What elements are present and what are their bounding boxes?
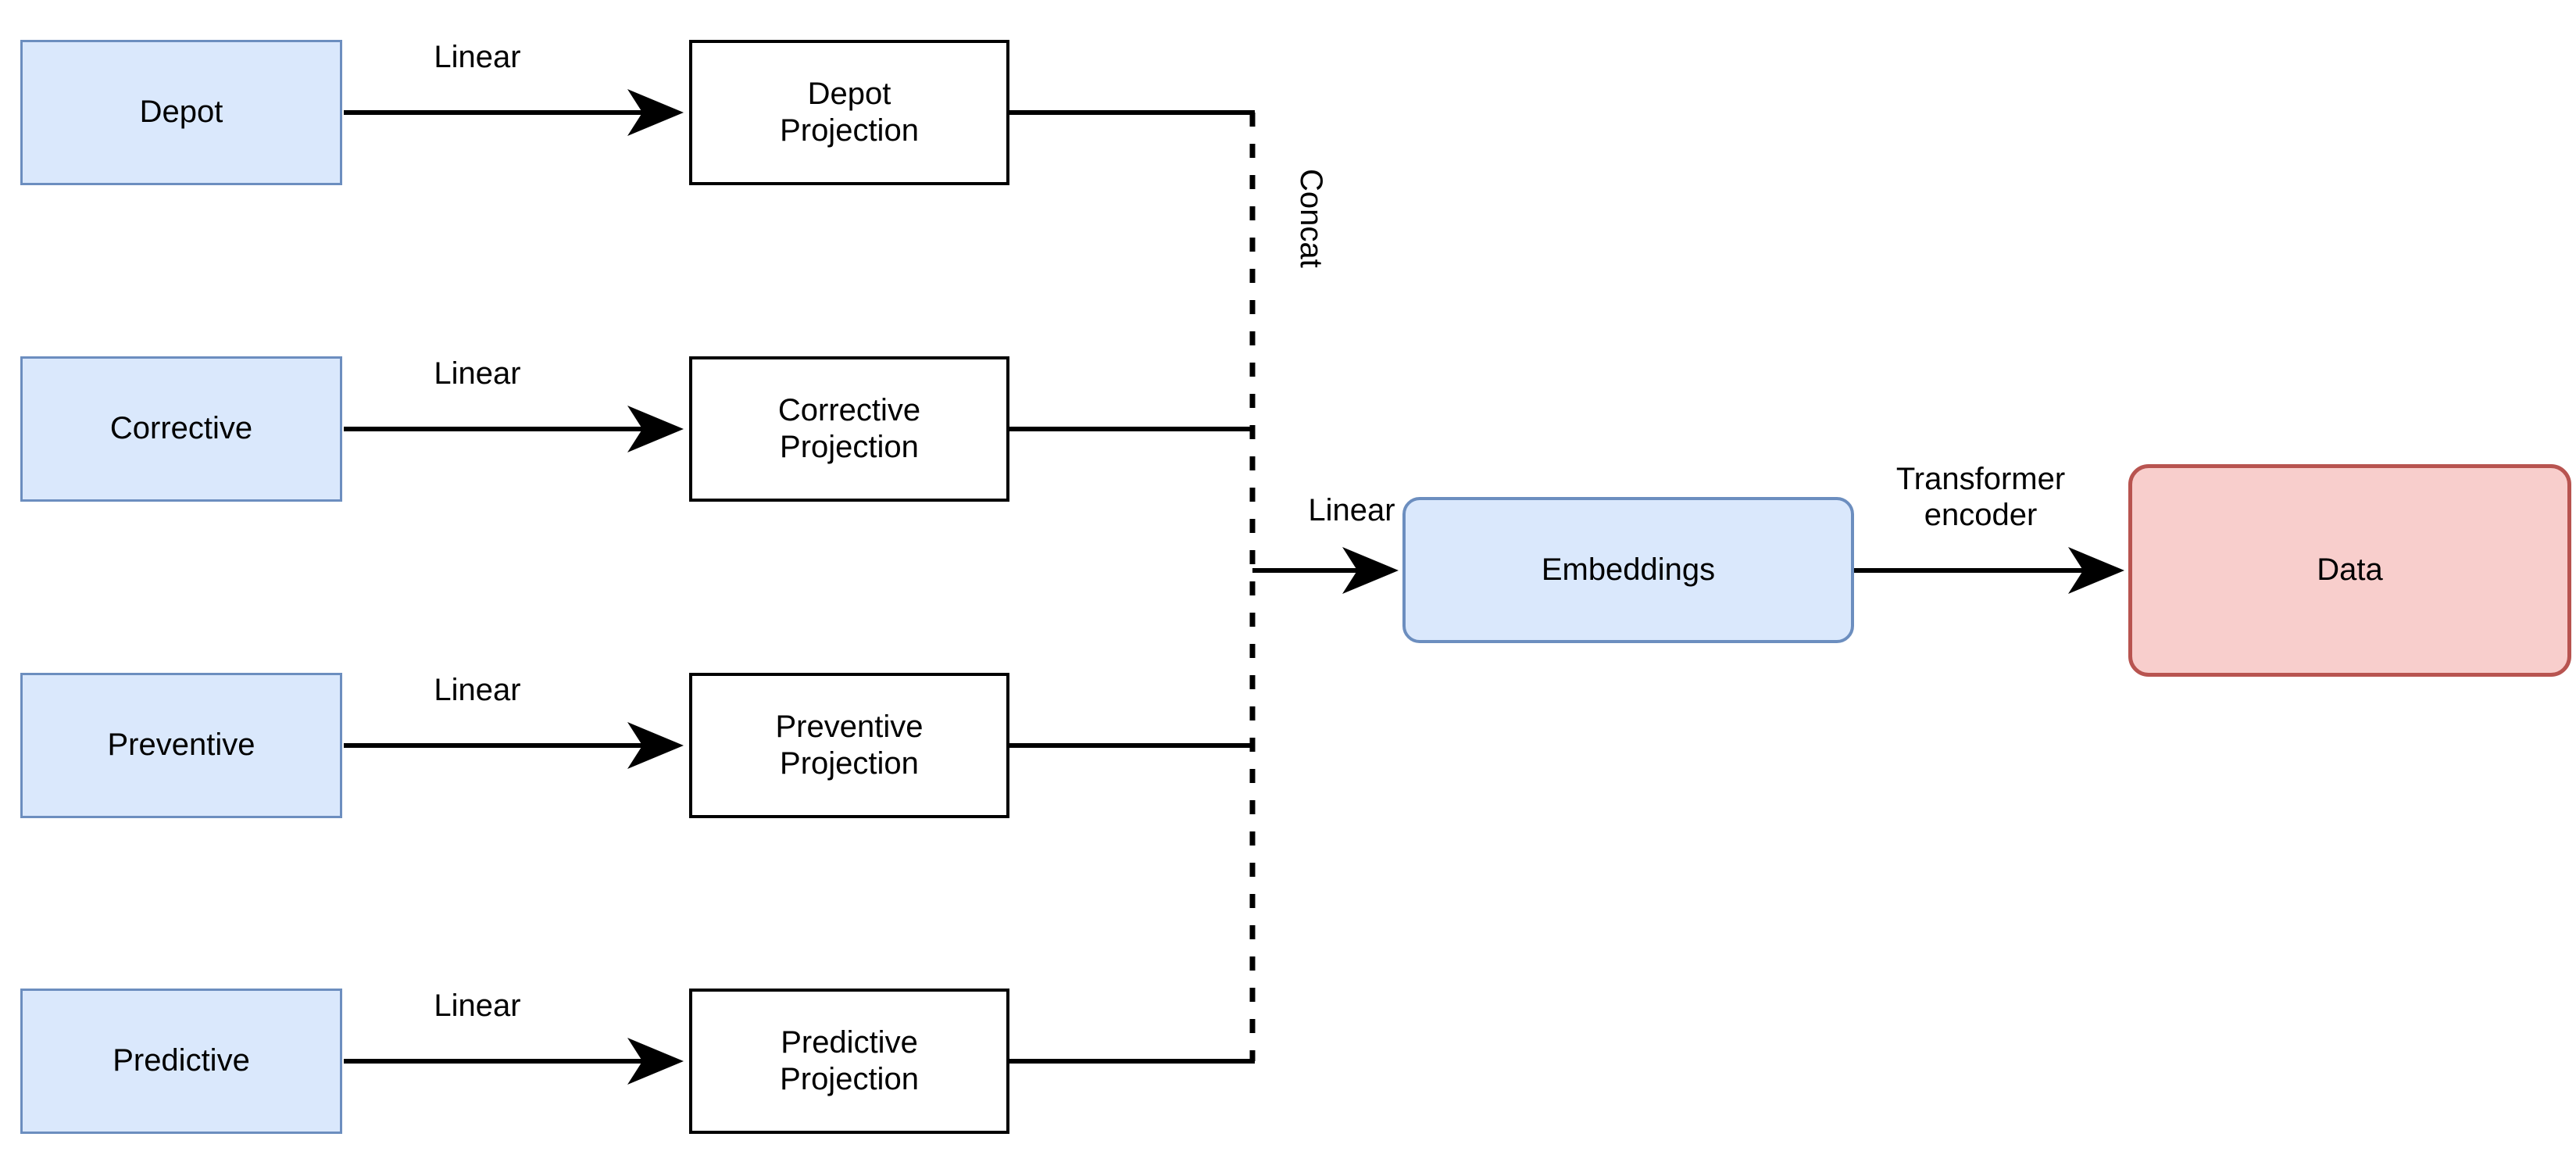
node-preventive-projection[interactable]: Preventive Projection (689, 673, 1009, 818)
node-predictive[interactable]: Predictive (20, 989, 342, 1134)
node-preventive[interactable]: Preventive (20, 673, 342, 818)
node-corrective-label: Corrective (109, 411, 253, 446)
edge-label-concat: Concat (1294, 169, 1328, 268)
node-predictive-projection[interactable]: Predictive Projection (689, 989, 1009, 1134)
node-predictive-label: Predictive (113, 1043, 250, 1078)
node-depot-projection-label: Depot Projection (780, 76, 919, 148)
edge-label-linear-concat: Linear (1308, 493, 1395, 527)
node-preventive-projection-label: Preventive Projection (775, 709, 924, 781)
edge-label-linear-depot: Linear (434, 40, 521, 74)
node-corrective-projection[interactable]: Corrective Projection (689, 356, 1009, 502)
node-depot[interactable]: Depot (20, 40, 342, 185)
edge-label-linear-corrective: Linear (434, 356, 521, 391)
edge-label-linear-preventive: Linear (434, 673, 521, 707)
node-data-label: Data (2317, 552, 2383, 588)
node-predictive-projection-label: Predictive Projection (780, 1024, 919, 1096)
node-depot-label: Depot (139, 95, 223, 130)
node-corrective[interactable]: Corrective (20, 356, 342, 502)
edge-label-transformer-encoder: Transformer encoder (1895, 462, 2066, 532)
node-embeddings[interactable]: Embeddings (1402, 497, 1854, 643)
node-embeddings-label: Embeddings (1541, 552, 1716, 587)
node-data[interactable]: Data (2128, 464, 2571, 677)
node-preventive-label: Preventive (107, 728, 255, 763)
edge-label-linear-predictive: Linear (434, 989, 521, 1023)
node-depot-projection[interactable]: Depot Projection (689, 40, 1009, 185)
node-corrective-projection-label: Corrective Projection (777, 392, 921, 464)
